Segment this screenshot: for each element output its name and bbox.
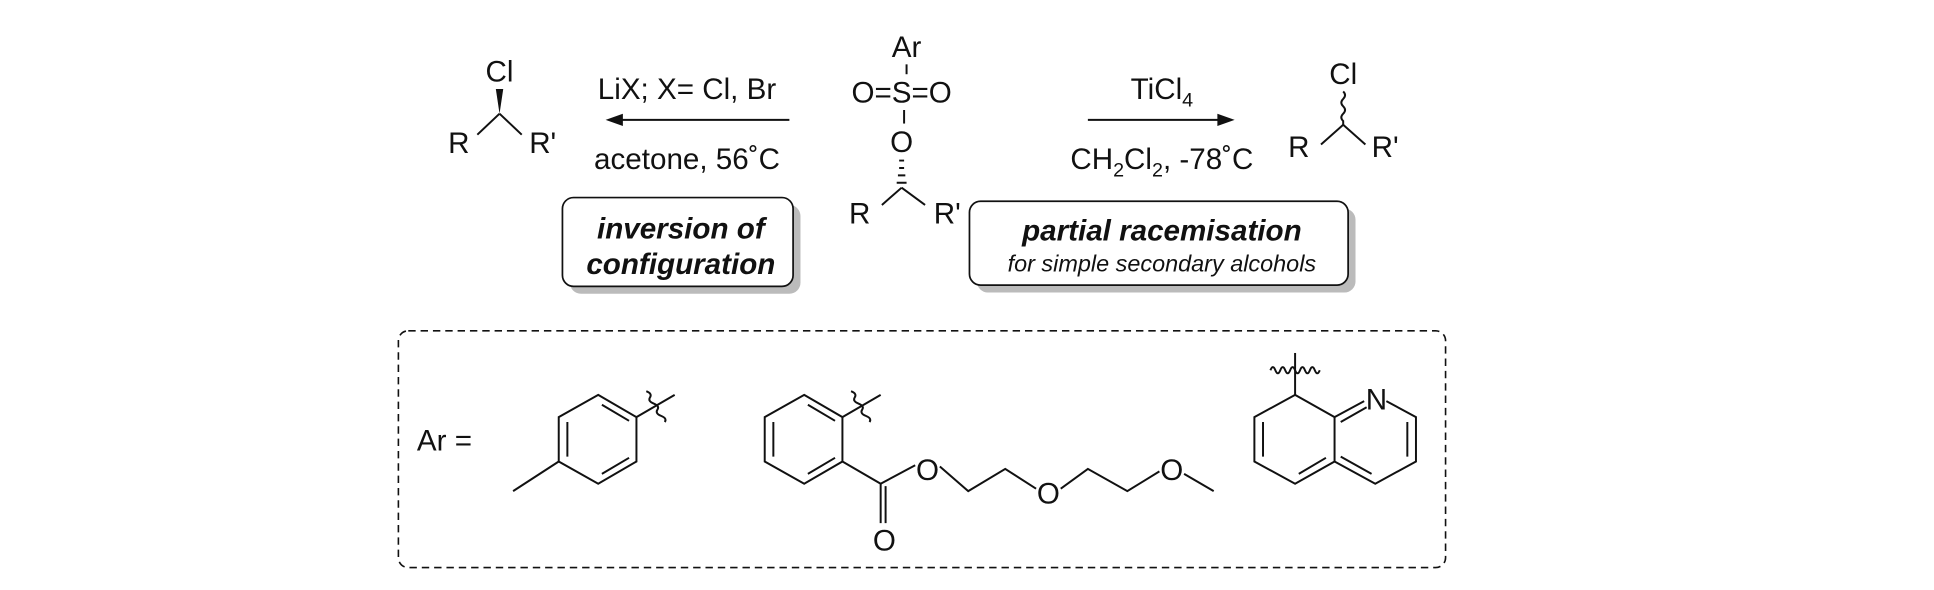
ar-definition-panel: Ar = O O O O <box>397 329 1447 569</box>
right-conditions-above-main: TiCl <box>1131 73 1183 106</box>
ar-panel-ether-o1: O <box>1037 477 1060 510</box>
substrate-r: R <box>849 197 870 230</box>
right-product-r: R <box>1288 131 1309 164</box>
right-conditions-below-1: CH <box>1070 143 1113 176</box>
right-reagent: TiCl4 <box>1131 73 1194 111</box>
substrate-o: O <box>890 126 913 159</box>
ar-panel-ether-o2: O <box>1160 454 1183 487</box>
substrate-sulfonyl: O=S=O <box>851 77 951 110</box>
ar-panel-quinoline-n: N <box>1366 384 1387 417</box>
substrate-ar: Ar <box>892 31 922 64</box>
racemisation-box: partial racemisation for simple secondar… <box>968 200 1356 293</box>
left-reaction-arrow: LiX; X= Cl, Br acetone, 56˚C <box>594 73 790 176</box>
sulfonate-substrate: Ar O=S=O O R R' <box>849 31 961 231</box>
right-conditions-below-3: , -78˚C <box>1163 143 1253 176</box>
right-conditions-below-1-sub: 2 <box>1113 160 1124 182</box>
ar-panel-ester-o-carbonyl: O <box>873 524 896 557</box>
right-reaction-arrow: TiCl4 CH2Cl2, -78˚C <box>1070 73 1253 182</box>
right-box-line2: for simple secondary alcohols <box>1008 251 1317 277</box>
right-product-chloride: Cl R R' <box>1288 58 1399 164</box>
inversion-box: inversion of configuration <box>561 196 801 294</box>
left-solvent-temp: acetone, 56˚C <box>594 143 780 176</box>
substrate-r2: R' <box>934 197 961 230</box>
left-product-chloride: Cl R R' <box>448 56 556 161</box>
left-box-line2: configuration <box>586 248 775 281</box>
right-product-r2: R' <box>1372 131 1399 164</box>
ar-panel-ester-o: O <box>916 454 939 487</box>
right-product-cl: Cl <box>1329 58 1357 91</box>
8-quinolinyl-structure: N <box>1253 352 1417 485</box>
left-product-r: R <box>448 127 469 160</box>
glycol-benzoate-structure: O O O O <box>763 390 1215 557</box>
right-solvent-temp: CH2Cl2, -78˚C <box>1070 143 1253 181</box>
p-tolyl-structure <box>512 390 676 492</box>
left-reagent: LiX; X= Cl, Br <box>598 73 777 106</box>
ar-label: Ar = <box>417 424 472 457</box>
right-box-line1: partial racemisation <box>1021 215 1302 248</box>
left-box-line1: inversion of <box>597 212 768 245</box>
left-product-r2: R' <box>529 127 556 160</box>
right-conditions-below-2: Cl <box>1124 143 1152 176</box>
right-conditions-above-sub: 4 <box>1182 89 1193 111</box>
right-conditions-below-2-sub: 2 <box>1152 160 1163 182</box>
left-product-cl: Cl <box>486 56 514 89</box>
